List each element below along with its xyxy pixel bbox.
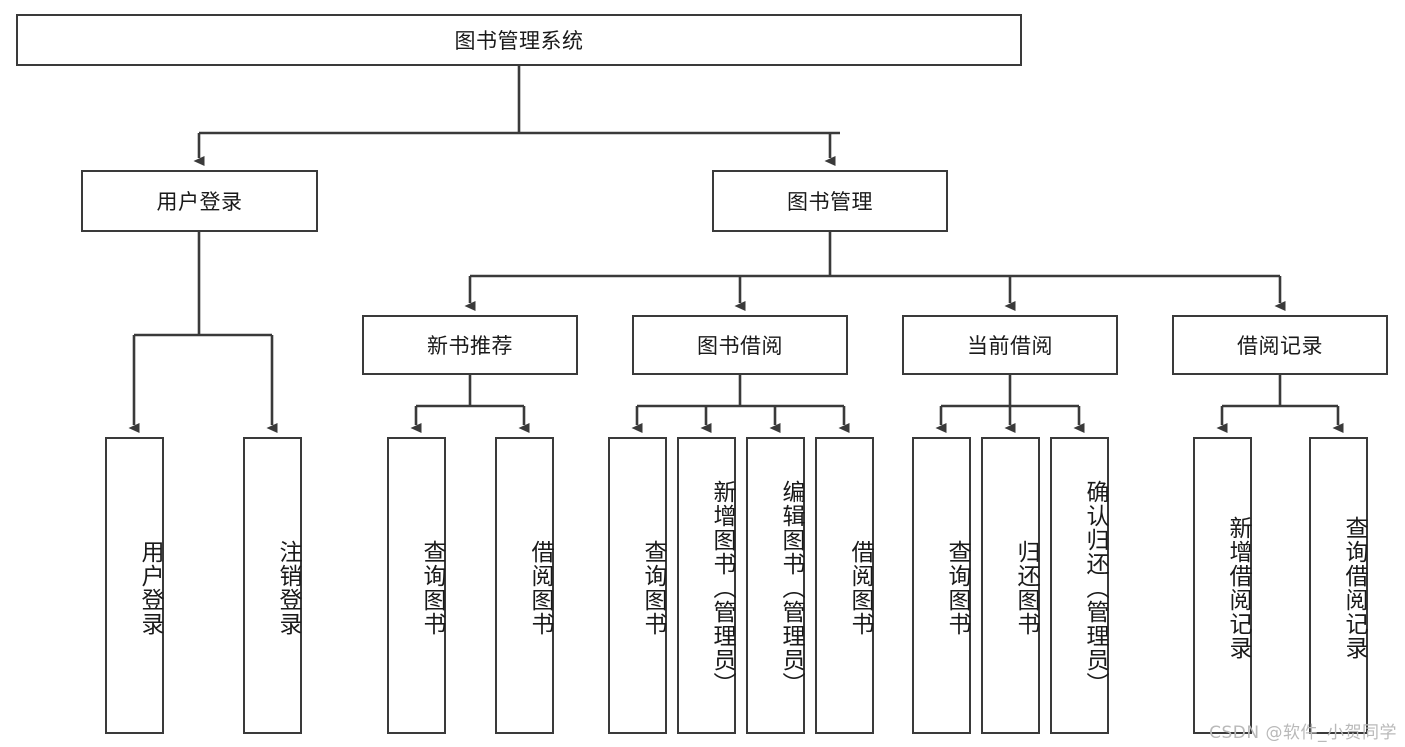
node-leaf-query-book-1[interactable]: 查询图书 — [387, 437, 446, 734]
node-leaf-add-book[interactable]: 新增图书（管理员） — [677, 437, 736, 734]
node-root[interactable]: 图书管理系统 — [16, 14, 1022, 66]
node-book-borrow[interactable]: 图书借阅 — [632, 315, 848, 375]
node-leaf-user-login[interactable]: 用户登录 — [105, 437, 164, 734]
node-leaf-user-logout[interactable]: 注销登录 — [243, 437, 302, 734]
node-leaf-edit-book[interactable]: 编辑图书（管理员） — [746, 437, 805, 734]
node-leaf-query-book-3[interactable]: 查询图书 — [912, 437, 971, 734]
node-leaf-confirm-return[interactable]: 确认归还（管理员） — [1050, 437, 1109, 734]
node-leaf-return-book[interactable]: 归还图书 — [981, 437, 1040, 734]
node-leaf-query-book-2[interactable]: 查询图书 — [608, 437, 667, 734]
node-leaf-borrow-book-2[interactable]: 借阅图书 — [815, 437, 874, 734]
node-leaf-query-record[interactable]: 查询借阅记录 — [1309, 437, 1368, 734]
node-leaf-add-record[interactable]: 新增借阅记录 — [1193, 437, 1252, 734]
node-book-mgmt[interactable]: 图书管理 — [712, 170, 948, 232]
node-current-borrow[interactable]: 当前借阅 — [902, 315, 1118, 375]
node-user-login[interactable]: 用户登录 — [81, 170, 318, 232]
node-borrow-record[interactable]: 借阅记录 — [1172, 315, 1388, 375]
csdn-watermark: CSDN @软件_小贺同学 — [1209, 723, 1397, 743]
node-new-book-rec[interactable]: 新书推荐 — [362, 315, 578, 375]
node-leaf-borrow-book-1[interactable]: 借阅图书 — [495, 437, 554, 734]
